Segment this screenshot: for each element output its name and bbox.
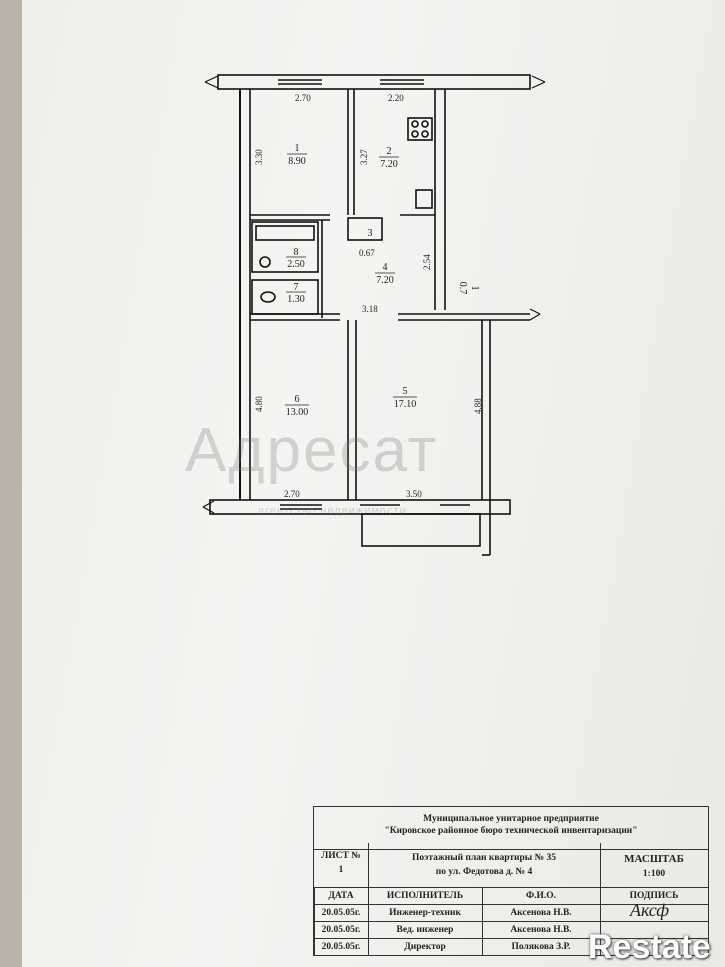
- plan-address: по ул. Федотова д. № 4: [435, 867, 533, 877]
- row2-name: Аксенова Н.В.: [510, 925, 572, 935]
- room-1-area: 8.90: [288, 156, 306, 167]
- org-header: Муниципальное унитарное предприятие "Кир…: [314, 807, 708, 850]
- dim-room2-height: 3.27: [359, 149, 369, 165]
- row2-role: Вед. инженер: [396, 925, 454, 935]
- row3-role: Директор: [404, 942, 446, 952]
- row2-date: 20.05.05г.: [321, 925, 361, 935]
- watermark-title: Адресат: [185, 416, 439, 485]
- room-8-number: 8: [294, 247, 299, 258]
- title-block: Муниципальное унитарное предприятие "Кир…: [313, 806, 709, 956]
- sheet-label: ЛИСТ №: [321, 851, 361, 861]
- handwritten-signature: Аксф: [630, 900, 670, 920]
- header-name: Ф.И.О.: [525, 891, 557, 901]
- room-2-number: 2: [387, 146, 392, 157]
- scale-value: 1:100: [642, 869, 666, 879]
- room-9-area: 0.7: [457, 282, 468, 295]
- org-line1: Муниципальное унитарное предприятие: [423, 814, 599, 824]
- header-executor: ИСПОЛНИТЕЛЬ: [386, 891, 464, 901]
- room-1-number: 1: [295, 143, 300, 154]
- sheet-number: 1: [338, 865, 344, 875]
- room-3-number: 3: [368, 228, 373, 239]
- paper-edge: [0, 0, 22, 967]
- row3-name: Полякова З.Р.: [511, 942, 571, 952]
- room-4-number: 4: [383, 262, 388, 273]
- dim-closet: 0.67: [359, 248, 375, 258]
- dim-room1-height: 3.30: [254, 149, 264, 165]
- bottom-wall: [209, 499, 511, 515]
- room-6-number: 6: [295, 394, 300, 405]
- row3-date: 20.05.05г.: [321, 942, 361, 952]
- room-5-number: 5: [403, 386, 408, 397]
- room-2-area: 7.20: [380, 159, 398, 170]
- paper-sheet: [22, 0, 725, 967]
- dim-top-left: 2.70: [295, 93, 311, 103]
- header-signature: ПОДПИСЬ: [629, 891, 679, 901]
- dim-right-height: 4.88: [473, 398, 483, 414]
- restate-logo: Restate: [588, 928, 711, 966]
- room-9-number: 1: [469, 286, 480, 291]
- plan-title: Поэтажный план квартиры № 35: [411, 853, 557, 863]
- top-wall: [217, 74, 531, 90]
- watermark-subtitle: агентство недвижимости: [258, 505, 407, 517]
- room-7-area: 1.30: [287, 294, 305, 305]
- room-7-number: 7: [294, 282, 299, 293]
- dim-bottom-right: 3.50: [406, 489, 422, 499]
- scale-label: МАСШТАБ: [624, 853, 684, 865]
- header-date: ДАТА: [328, 891, 354, 901]
- room-5-area: 17.10: [394, 399, 417, 410]
- dim-bottom-left: 2.70: [284, 489, 300, 499]
- dim-left-height: 4.80: [254, 396, 264, 412]
- room-6-area: 13.00: [286, 407, 309, 418]
- row1-date: 20.05.05г.: [321, 908, 361, 918]
- row1-name: Аксенова Н.В.: [510, 908, 572, 918]
- org-line2: "Кировское районное бюро технической инв…: [384, 826, 638, 836]
- row1-role: Инженер-техник: [389, 908, 461, 918]
- dim-hall-width: 3.18: [362, 304, 378, 314]
- room-4-area: 7.20: [376, 275, 394, 286]
- room-8-area: 2.50: [287, 259, 305, 270]
- dim-hall-height: 2.54: [422, 254, 432, 270]
- balcony: [361, 513, 481, 547]
- dim-top-right: 2.20: [388, 93, 404, 103]
